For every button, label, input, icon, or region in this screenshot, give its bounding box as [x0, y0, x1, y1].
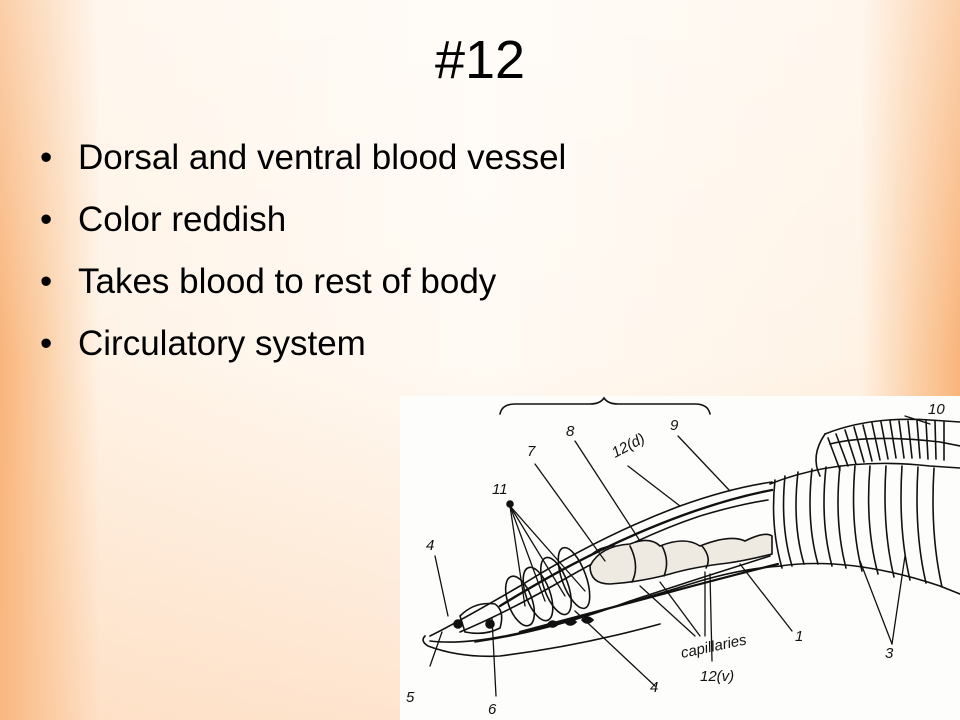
label-4-top: 4 — [426, 537, 434, 554]
label-5: 5 — [406, 689, 415, 706]
bullet-dot: • — [40, 262, 53, 301]
ventral-vessel — [518, 562, 780, 634]
label-9: 9 — [670, 417, 679, 434]
bullet-text: Circulatory system — [78, 324, 366, 363]
intestine-crop-gizzard — [589, 533, 773, 585]
earthworm-diagram: 1 3 4 4 5 6 7 8 9 10 11 12(d) 12(v) capi… — [400, 396, 960, 720]
label-capillaries: capillaries — [679, 631, 748, 662]
label-1: 1 — [795, 628, 803, 645]
label-4-bottom: 4 — [650, 679, 658, 696]
bullet-dot: • — [40, 324, 53, 363]
bullet-item: • Takes blood to rest of body — [40, 262, 566, 302]
label-11: 11 — [492, 481, 508, 498]
bullet-list: • Dorsal and ventral blood vessel • Color … — [40, 138, 566, 386]
bullet-dot: • — [40, 200, 53, 239]
earthworm-drawing: 1 3 4 4 5 6 7 8 9 10 11 12(d) 12(v) capi… — [406, 396, 960, 718]
bullet-dot: • — [40, 138, 53, 177]
label-3: 3 — [885, 645, 894, 662]
slide-title: #12 — [434, 30, 526, 90]
label-12v: 12(v) — [700, 668, 734, 685]
leader-dot — [506, 500, 514, 508]
bullet-item: • Dorsal and ventral blood vessel — [40, 138, 566, 178]
label-6: 6 — [488, 701, 497, 718]
label-10: 10 — [928, 401, 945, 418]
leader-lines — [429, 415, 931, 697]
label-7: 7 — [527, 443, 536, 460]
bullet-item: • Color reddish — [40, 200, 566, 240]
bullet-item: • Circulatory system — [40, 324, 566, 364]
bullet-text: Dorsal and ventral blood vessel — [78, 138, 567, 177]
dorsal-vessel — [498, 488, 774, 608]
bullet-text: Takes blood to rest of body — [78, 262, 497, 301]
worm-tail — [815, 418, 960, 477]
label-12d: 12(d) — [609, 430, 648, 461]
bullet-text: Color reddish — [78, 200, 287, 239]
label-8: 8 — [566, 423, 575, 440]
brace — [499, 396, 711, 415]
worm-body-rings — [769, 462, 960, 595]
aortic-arches — [504, 546, 591, 627]
